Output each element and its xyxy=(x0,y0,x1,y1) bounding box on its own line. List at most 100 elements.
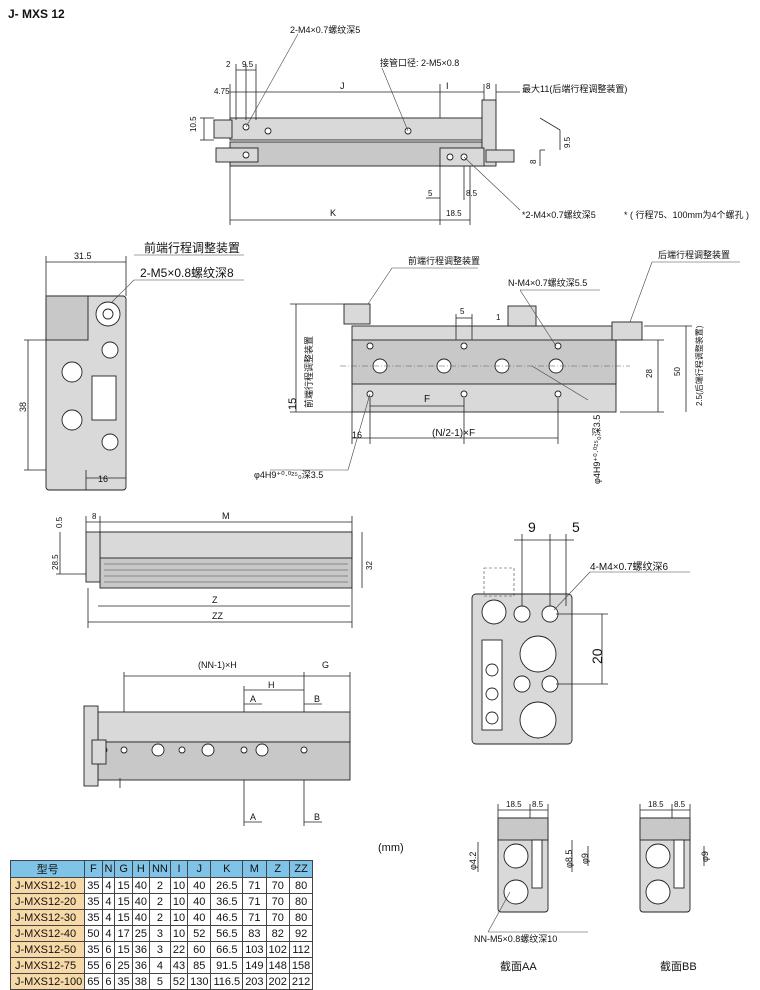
table-cell: 82 xyxy=(265,925,290,942)
rear-adjuster-block xyxy=(611,321,643,341)
top-view-end-block xyxy=(213,119,233,139)
table-model-cell: J-MXS12-20 xyxy=(9,893,86,910)
table-header-cell: G xyxy=(114,860,133,878)
dim-31-5: 31.5 xyxy=(74,251,92,261)
table-cell: 71 xyxy=(242,877,267,894)
table-cell: 71 xyxy=(242,909,267,926)
table-cell: 85 xyxy=(187,957,212,974)
bottom-hole xyxy=(300,746,308,754)
bottom-hole xyxy=(178,746,186,754)
dim-front-F: F xyxy=(424,394,430,405)
table-cell: 6 xyxy=(101,957,116,974)
table-cell: 5 xyxy=(148,973,171,990)
table-cell: 80 xyxy=(288,877,314,894)
dim-I: I xyxy=(446,81,449,91)
front-view-pin-hole-label: φ4H9⁺⁰·⁰²⁵₀深3.5 xyxy=(254,470,323,480)
table-cell: 212 xyxy=(288,973,314,990)
table-cell: 3 xyxy=(148,925,171,942)
table-cell: 3 xyxy=(148,941,171,958)
dim-side-M: M xyxy=(222,511,230,521)
dim-bottom-B: B xyxy=(314,694,320,704)
table-end-hole xyxy=(513,605,531,623)
dim-bb-8-5: 8.5 xyxy=(674,800,686,809)
front-view-pin-hole-vertical: φ4H9⁺⁰·⁰²⁵₀深3.5 xyxy=(592,415,602,484)
table-cell: 65 xyxy=(84,973,103,990)
dim-table-5: 5 xyxy=(572,519,580,535)
dim-J: J xyxy=(340,81,345,91)
front-view-front-adjuster-label: 前端行程调整装置 xyxy=(408,255,480,266)
bottom-hole xyxy=(240,746,248,754)
table-cell: 4 xyxy=(148,957,171,974)
table-cell: 25 xyxy=(114,957,133,974)
table-cell: 148 xyxy=(265,957,290,974)
dim-2: 2 xyxy=(226,60,231,69)
dim-front-5: 5 xyxy=(460,307,465,316)
dim-aa-8-5: 8.5 xyxy=(532,800,544,809)
table-cell: 43 xyxy=(169,957,189,974)
table-cell: 103 xyxy=(242,941,267,958)
front-view-rear-adjuster-vertical: 2.5(后端行程调整装置) xyxy=(694,325,704,406)
top-view-tap-label: 2-M4×0.7螺纹深5 xyxy=(290,24,360,35)
table-cell: 10 xyxy=(169,925,189,942)
table-cell: 102 xyxy=(265,941,290,958)
bottom-hole xyxy=(201,743,215,757)
dim-8-5: 8.5 xyxy=(466,189,478,198)
table-cell: 15 xyxy=(114,893,133,910)
table-cell: 6 xyxy=(101,941,116,958)
bottom-hole xyxy=(255,743,269,757)
table-cell: 203 xyxy=(242,973,267,990)
table-cell: 112 xyxy=(288,941,314,958)
table-cell: 17 xyxy=(114,925,133,942)
table-cell: 2 xyxy=(148,893,171,910)
dim-bottom-A: A xyxy=(250,694,256,704)
dim-front-NF: (N/2-1)×F xyxy=(432,428,475,439)
table-header-cell: ZZ xyxy=(288,860,314,878)
table-model-cell: J-MXS12-75 xyxy=(9,957,86,974)
table-cell: 10 xyxy=(169,909,189,926)
table-end-hole xyxy=(541,675,559,693)
end-hole xyxy=(101,433,119,451)
bottom-view-clip xyxy=(91,739,107,765)
dim-bottom-NNH: (NN-1)×H xyxy=(198,660,237,670)
table-cell: 4 xyxy=(101,893,116,910)
table-cell: 40 xyxy=(187,893,212,910)
dim-front-15: 15 xyxy=(287,398,299,410)
section-aa-slot xyxy=(531,839,543,889)
front-view-front-adjuster-vertical: 前端行程调整装置 xyxy=(303,336,314,408)
dim-front-28: 28 xyxy=(645,369,654,378)
dim-18-5: 18.5 xyxy=(446,209,462,218)
table-cell: 52 xyxy=(187,925,212,942)
front-hole xyxy=(366,342,374,350)
end-hole xyxy=(61,361,83,383)
table-cell: 91.5 xyxy=(210,957,244,974)
table-header-cell: M xyxy=(242,860,267,878)
table-header-cell: NN xyxy=(148,860,171,878)
table-cell: 40 xyxy=(131,893,150,910)
section-aa-hole xyxy=(503,843,529,869)
table-header-cell: I xyxy=(169,860,189,878)
table-cell: 38 xyxy=(131,973,150,990)
table-end-small-hole xyxy=(485,711,499,725)
table-cell: 35 xyxy=(84,909,103,926)
dim-side-28-5: 28.5 xyxy=(51,554,60,570)
section-bb-label: 截面BB xyxy=(660,959,697,973)
table-cell: 71 xyxy=(242,893,267,910)
front-hole xyxy=(554,390,562,398)
dim-38: 38 xyxy=(18,402,28,412)
table-cell: 40 xyxy=(131,877,150,894)
dim-side-Z: Z xyxy=(212,595,218,605)
front-port-block xyxy=(507,305,537,327)
table-end-small-hole xyxy=(485,687,499,701)
table-cell: 92 xyxy=(288,925,314,942)
top-view-tap-bottom-label: *2-M4×0.7螺纹深5 xyxy=(522,209,596,220)
top-view-note: * ( 行程75、100mm为4个螺孔 ) xyxy=(624,209,749,220)
section-aa-top xyxy=(497,817,549,841)
dim-aa-4-2: φ4.2 xyxy=(468,852,478,870)
dim-aa-8-5v: φ8.5 xyxy=(564,850,574,868)
drawing-title: J- MXS 12 xyxy=(8,7,65,21)
end-view-front-adjuster-label: 前端行程调整装置 xyxy=(144,240,240,255)
